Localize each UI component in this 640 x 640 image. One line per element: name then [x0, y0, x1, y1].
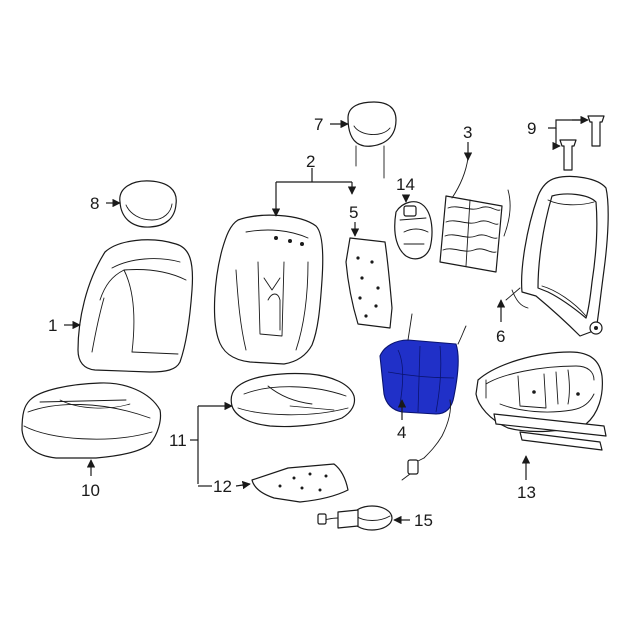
callout-15: 15	[414, 511, 433, 530]
callout-11: 11	[169, 431, 187, 450]
headrest-guide-part	[559, 115, 605, 171]
callout-9: 9	[527, 119, 536, 138]
callout-6: 6	[496, 327, 505, 346]
seat-heater-element-part	[379, 313, 467, 481]
callout-2: 2	[306, 152, 315, 171]
callout-1: 1	[48, 316, 57, 335]
callout-13: 13	[517, 483, 536, 502]
headrest-left-part	[119, 180, 177, 228]
seat-back-cover-part	[77, 239, 194, 373]
callout-10: 10	[81, 481, 100, 500]
callout-4: 4	[397, 423, 406, 442]
callout-12: 12	[213, 477, 232, 496]
callout-7: 7	[314, 115, 323, 134]
seat-track-assembly-part	[475, 351, 607, 451]
callout-14: 14	[396, 175, 415, 194]
lumbar-mechanism-part	[394, 201, 433, 260]
seat-back-frame-part	[505, 175, 609, 337]
cushion-heater-mat-part	[251, 463, 349, 503]
leader-lines	[64, 115, 589, 525]
back-heater-pad-part	[345, 237, 393, 329]
seat-cushion-cover-part	[21, 382, 162, 459]
heater-control-module-part	[317, 505, 393, 531]
callout-3: 3	[463, 123, 472, 142]
back-suspension-mat-part	[439, 157, 511, 273]
headrest-center-part	[347, 101, 397, 179]
callout-labels: 1 2 3 4 5 6 7 8 9 10 11 12 13 14 15	[48, 115, 536, 530]
seat-cushion-pad-part	[230, 372, 356, 428]
seat-back-pad-part	[213, 214, 324, 365]
callout-5: 5	[349, 203, 358, 222]
callout-8: 8	[90, 194, 99, 213]
